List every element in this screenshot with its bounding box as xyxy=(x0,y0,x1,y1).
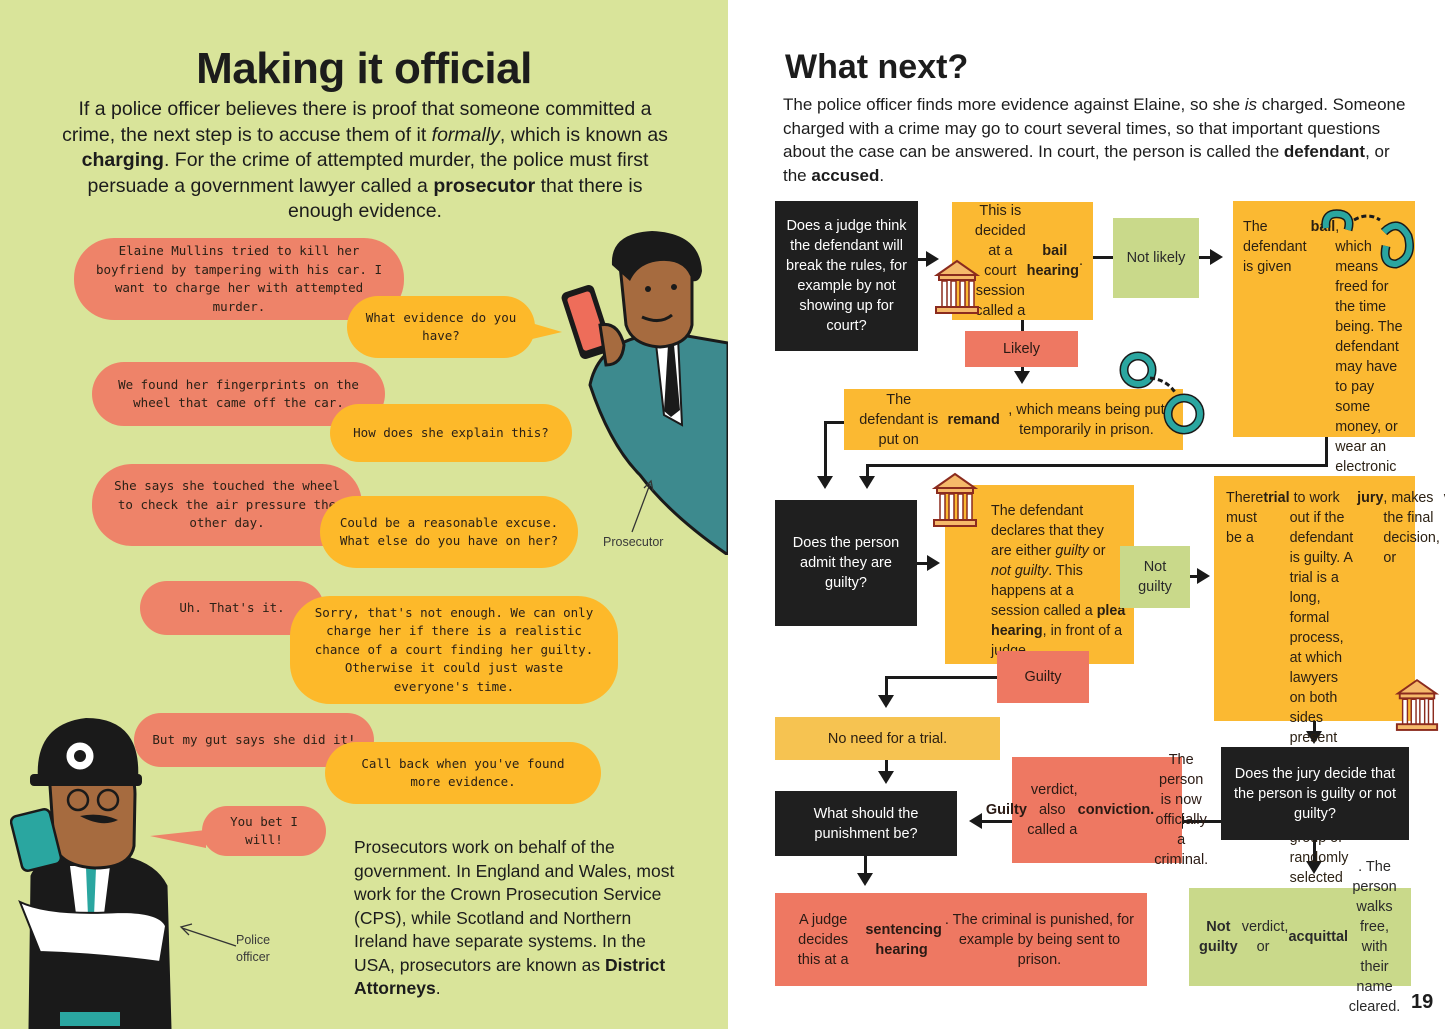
page-title: Making it official xyxy=(196,44,532,93)
page-number: 19 xyxy=(1411,991,1434,1013)
handcuffs-icon xyxy=(1119,351,1205,435)
not-guilty-verdict-box: Not guilty verdict, or acquittal. The pe… xyxy=(1189,859,1411,1015)
dialogue-text: But my gut says she did it! xyxy=(152,731,356,747)
box-text: Guilty xyxy=(1024,669,1062,685)
dialogue-text: She says she touched the wheel to check … xyxy=(114,478,340,531)
remand-box: The defendant is put on remand, which me… xyxy=(844,389,1183,450)
prosecutor-illustration xyxy=(561,231,728,555)
box-text: Not guilty xyxy=(1138,559,1172,595)
dialogue-text: How does she explain this? xyxy=(353,424,549,440)
speech-bubble-police: You bet I will! xyxy=(202,806,326,856)
box-text: Likely xyxy=(1002,341,1041,357)
box-text: Does the jury decide that the person is … xyxy=(1233,765,1396,822)
likely-box: Likely xyxy=(965,331,1078,367)
trial-box: There must be a trial to work out if the… xyxy=(1214,476,1445,966)
sentencing-box: A judge decides this at a sentencing hea… xyxy=(775,893,1147,986)
box-text: No need for a trial. xyxy=(827,730,948,747)
left-page: Making it official If a police officer b… xyxy=(0,0,728,1029)
dialogue-text: Sorry, that's not enough. We can only ch… xyxy=(314,604,594,694)
box-text: Does a judge think the defendant will br… xyxy=(786,218,907,334)
question-punishment-box: What should the punishment be? xyxy=(775,791,957,856)
speech-bubble-police: Elaine Mullins tried to kill her boyfrie… xyxy=(74,238,404,320)
not-guilty-label-box: Not guilty xyxy=(1120,546,1190,608)
speech-bubble-prosecutor: How does she explain this? xyxy=(330,404,572,462)
plea-hearing-box: The defendant declares that they are eit… xyxy=(945,485,1134,664)
speech-bubble-prosecutor: Could be a reasonable excuse. What else … xyxy=(320,496,578,568)
box-text: Not likely xyxy=(1126,250,1186,266)
guilty-label-box: Guilty xyxy=(997,651,1089,703)
speech-bubble-prosecutor: Sorry, that's not enough. We can only ch… xyxy=(290,596,618,704)
police-officer-caption: Police officer xyxy=(236,933,271,964)
courthouse-icon xyxy=(1394,678,1440,731)
dialogue-text: You bet I will! xyxy=(230,813,298,848)
prosecutor-pointer-line xyxy=(631,479,654,533)
open-handcuffs-icon xyxy=(1321,209,1414,269)
guilty-verdict-box: Guilty verdict, also called a conviction… xyxy=(985,752,1209,868)
dialogue-text: What evidence do you have? xyxy=(365,309,517,344)
question-bail-box: Does a judge think the defendant will br… xyxy=(775,201,918,351)
prosecutor-caption: Prosecutor xyxy=(603,535,664,549)
intro-paragraph: If a police officer believes there is pr… xyxy=(62,98,668,222)
speech-bubble-police: She says she touched the wheel to check … xyxy=(92,464,362,546)
dialogue-text: Call back when you've found more evidenc… xyxy=(361,755,565,790)
page-title: What next? xyxy=(785,48,969,86)
speech-bubble-prosecutor: What evidence do you have? xyxy=(347,296,535,358)
courthouse-icon xyxy=(933,259,981,314)
speech-bubble-prosecutor: Call back when you've found more evidenc… xyxy=(325,742,601,804)
dialogue-text: We found her fingerprints on the wheel t… xyxy=(118,376,359,411)
question-jury-box: Does the jury decide that the person is … xyxy=(1221,747,1409,840)
courthouse-icon xyxy=(931,472,979,527)
dialogue-text: Elaine Mullins tried to kill her boyfrie… xyxy=(96,243,382,314)
no-trial-box: No need for a trial. xyxy=(775,717,1000,760)
dialogue-text: Could be a reasonable excuse. What else … xyxy=(339,514,559,549)
police-officer-illustration xyxy=(10,718,172,1029)
police-pointer-line xyxy=(179,923,237,947)
not-likely-box: Not likely xyxy=(1113,218,1199,298)
footer-paragraph: Prosecutors work on behalf of the govern… xyxy=(354,837,675,998)
box-text: Does the person admit they are guilty? xyxy=(792,535,900,591)
intro-paragraph: The police officer finds more evidence a… xyxy=(783,95,1406,185)
box-text: What should the punishment be? xyxy=(813,805,919,842)
question-admit-box: Does the person admit they are guilty? xyxy=(775,500,917,626)
bail-hearing-box: This is decided at a court session calle… xyxy=(952,202,1093,320)
dialogue-text: Uh. That's it. xyxy=(179,599,285,615)
